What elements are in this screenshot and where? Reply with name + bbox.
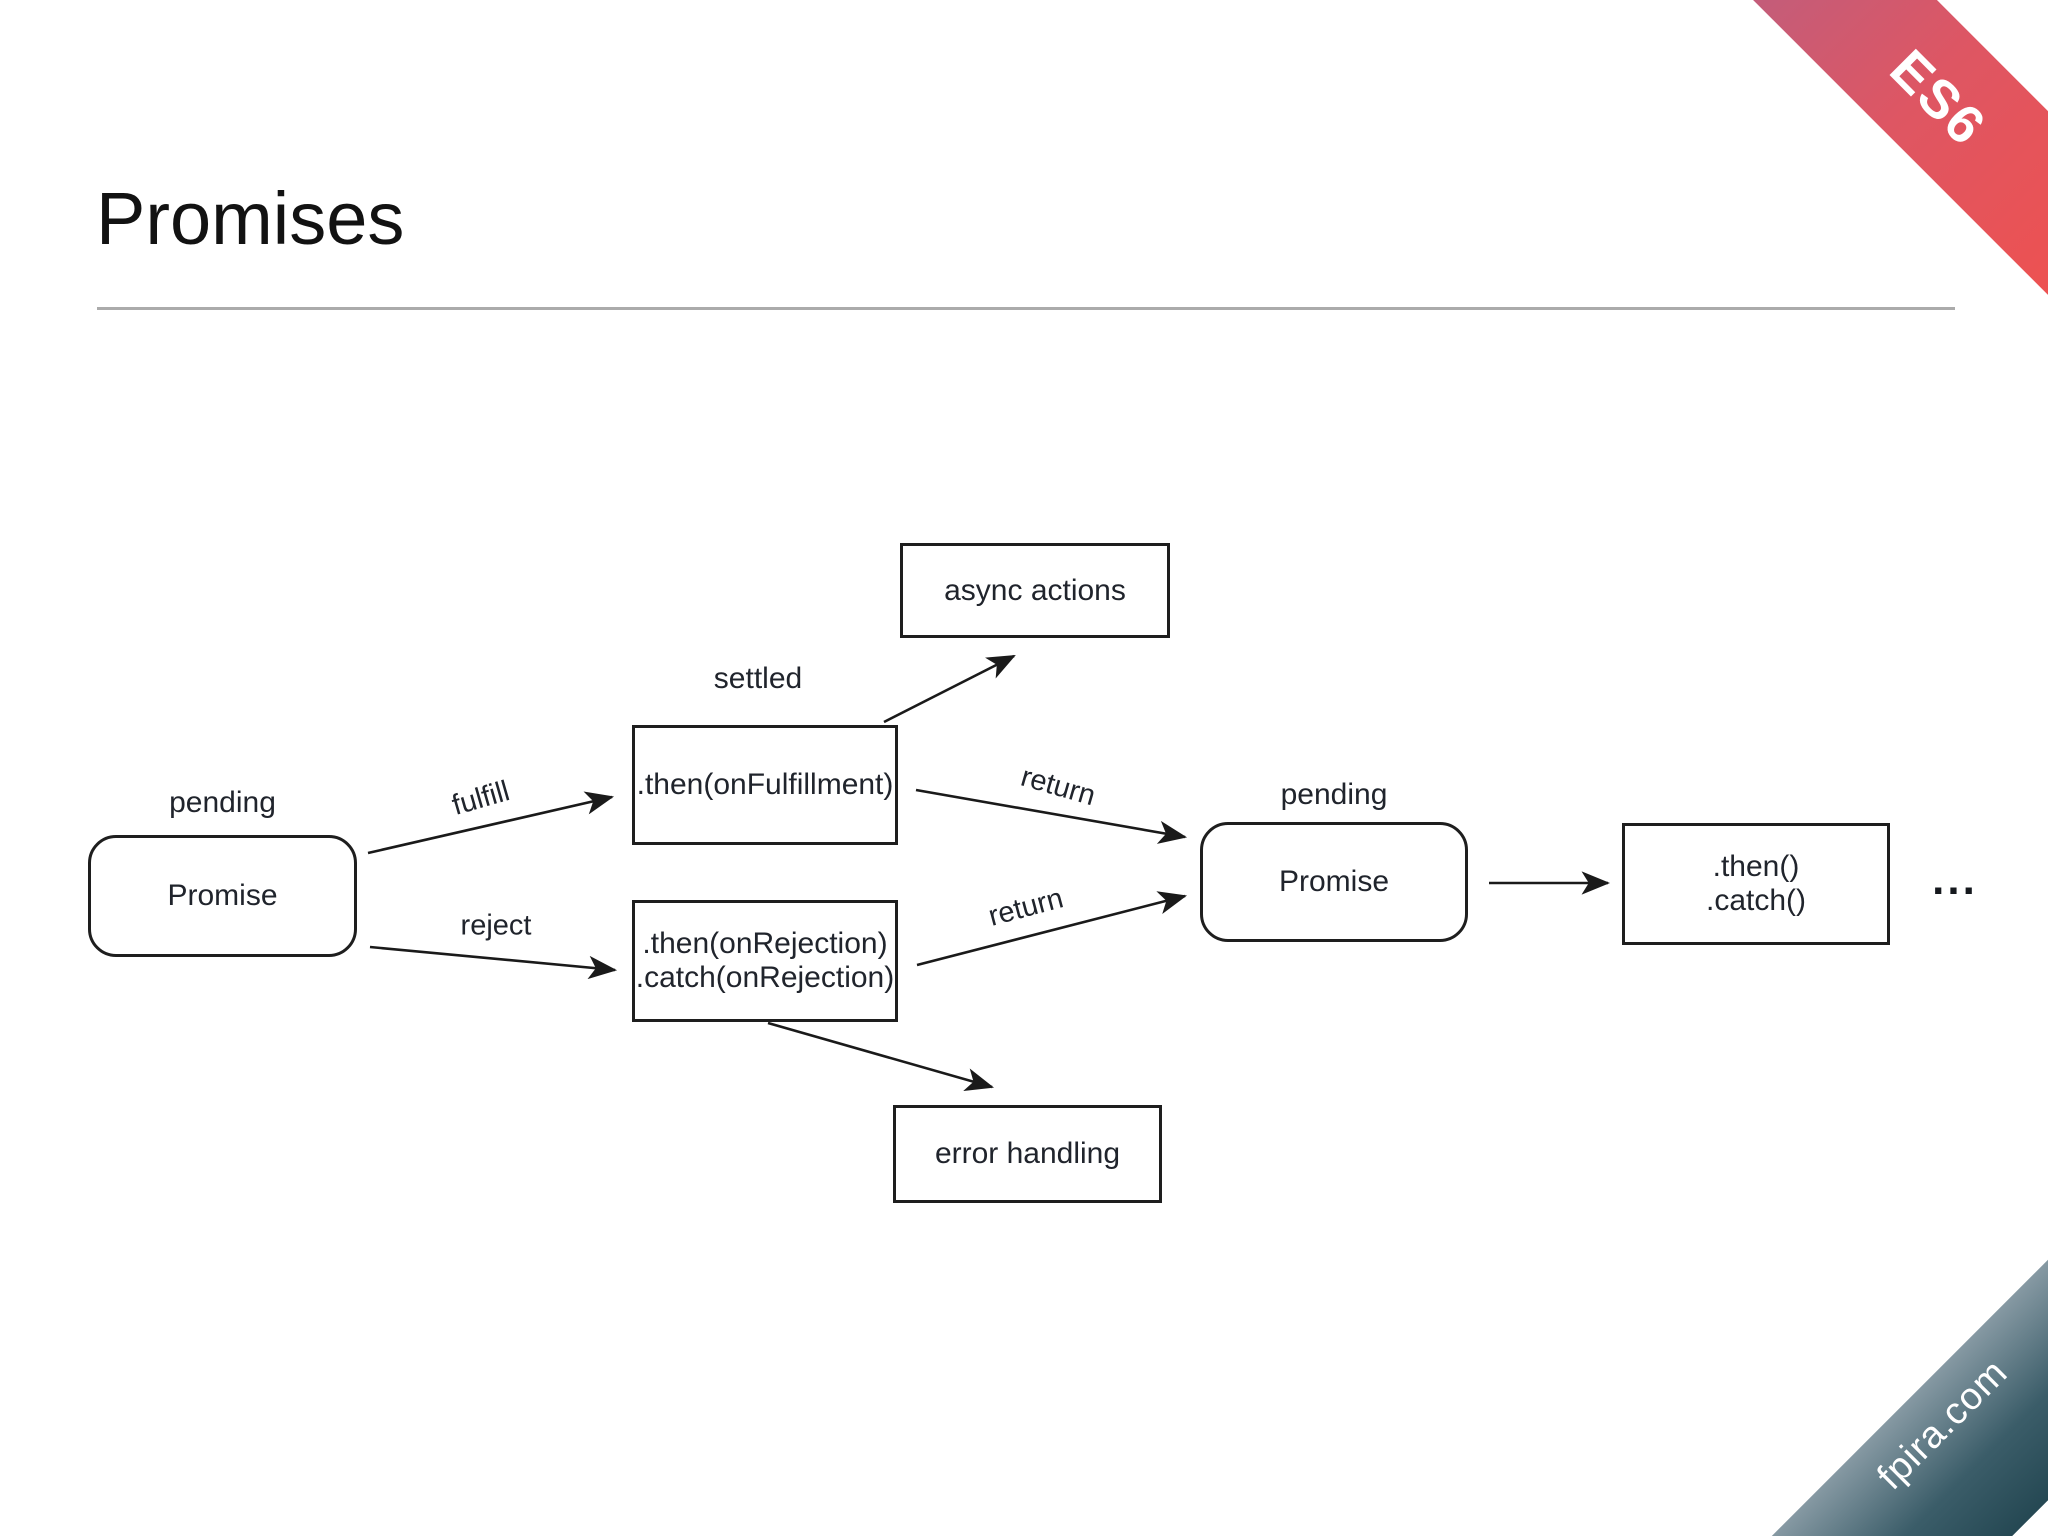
node-then-onfulfillment: .then(onFulfillment)	[632, 725, 898, 845]
node-promise-pending-2-label: Promise	[1278, 865, 1390, 898]
arrow-error-handling	[767, 1021, 994, 1091]
page-title: Promises	[96, 177, 405, 260]
arrow-return-bottom	[916, 891, 1188, 967]
node-async-actions-label: async actions	[944, 573, 1126, 607]
node-then-catch-line1: .then()	[1712, 850, 1800, 883]
title-divider	[97, 307, 1955, 310]
arrow-return-top	[915, 788, 1188, 844]
node-async-actions: async actions	[900, 543, 1170, 638]
arrow-fulfill	[367, 791, 615, 855]
node-promise-pending: Promise	[88, 835, 357, 957]
state-label-pending-left: pending	[169, 786, 276, 819]
edge-label-reject: reject	[460, 909, 532, 942]
node-promise-pending-label: Promise	[167, 879, 278, 912]
node-then-onfulfillment-label: .then(onFulfillment)	[636, 768, 894, 801]
state-label-settled: settled	[713, 662, 803, 695]
node-then-catch-line2: .catch()	[1705, 884, 1807, 917]
node-promise-pending-2: Promise	[1200, 822, 1468, 942]
node-error-handling: error handling	[893, 1105, 1162, 1203]
node-then-onrejection: .then(onRejection) .catch(onRejection)	[632, 900, 898, 1022]
node-then-onrejection-line2: .catch(onRejection)	[635, 961, 895, 994]
arrow-reject	[369, 945, 618, 980]
node-error-handling-label: error handling	[934, 1137, 1121, 1170]
node-then-catch: .then() .catch()	[1622, 823, 1890, 945]
continuation-ellipsis: ...	[1932, 855, 1978, 904]
arrow-async-actions	[883, 654, 1016, 724]
node-then-onrejection-line1: .then(onRejection)	[642, 927, 888, 960]
state-label-pending-right: pending	[1280, 778, 1388, 811]
